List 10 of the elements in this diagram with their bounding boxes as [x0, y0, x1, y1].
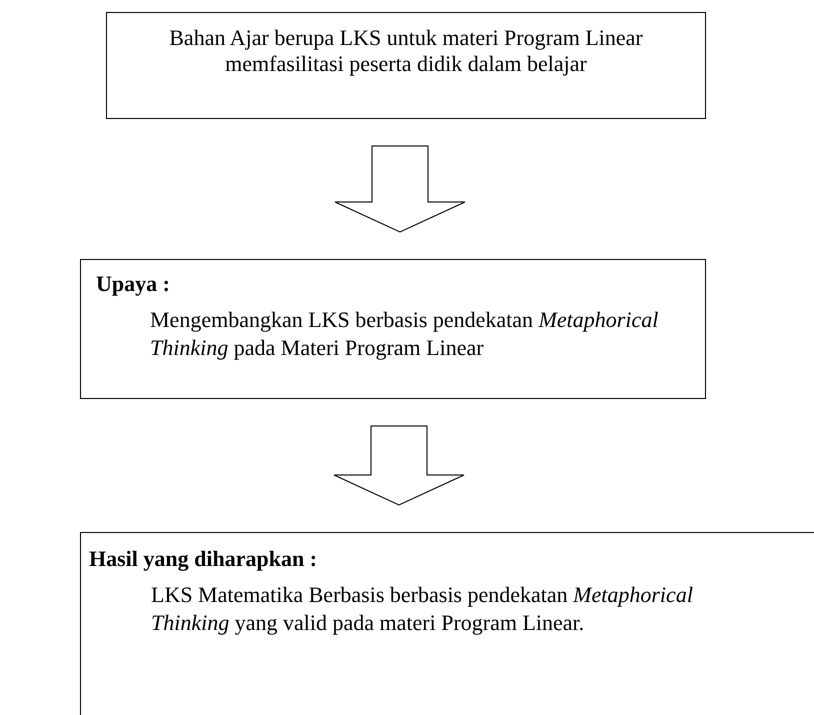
box-heading: Upaya :	[96, 270, 170, 298]
text-box	[80, 532, 814, 715]
block-arrow	[334, 146, 466, 233]
box-heading: Hasil yang diharapkan :	[89, 545, 318, 572]
box-text: Mengembangkan LKS berbasis pendekatan Metaphorical Thinking pada Materi Program Linear	[150, 306, 660, 362]
box-text: Bahan Ajar berupa LKS untuk materi Program Linear memfasilitasi peserta didik dalam belajar	[168, 25, 644, 78]
text-box	[106, 12, 706, 119]
text-box	[80, 259, 706, 399]
box-text: LKS Matematika Berbasis berbasis pendekatan Metaphorical Thinking yang valid pada materi Program Linear.	[151, 580, 694, 638]
block-arrow	[334, 426, 464, 506]
